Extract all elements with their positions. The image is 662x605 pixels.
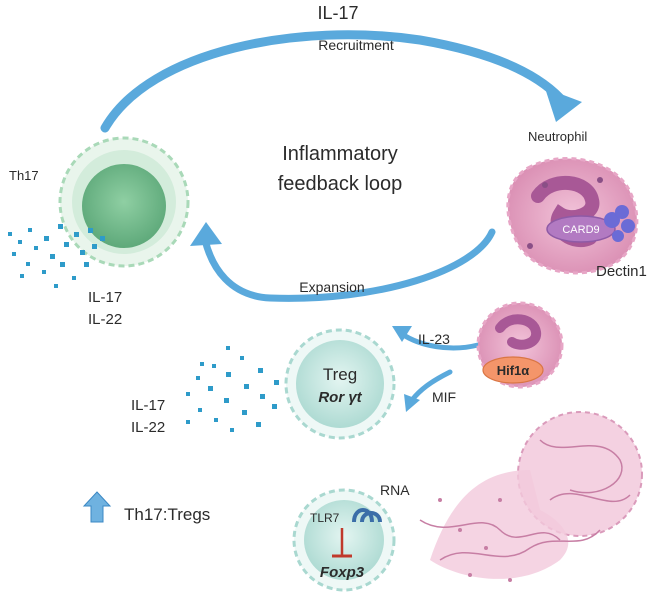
net-rna-structure	[419, 411, 643, 582]
hif1a-protein: Hif1α	[482, 356, 544, 384]
mif-label: MIF	[432, 389, 456, 405]
top-cytokine-label: IL-17	[317, 3, 358, 23]
th17-cell	[58, 136, 190, 268]
th17-cytokine-1: IL-17	[88, 289, 122, 306]
ratio-label: Th17:Tregs	[124, 505, 210, 524]
recruitment-arrow	[100, 30, 582, 133]
hif1a-label: Hif1α	[497, 363, 530, 378]
treg-cytokine-2: IL-22	[131, 419, 165, 436]
card9-protein: CARD9	[546, 215, 616, 243]
il23-label: IL-23	[418, 331, 450, 347]
foxp3-label: Foxp3	[320, 564, 365, 581]
il23-arrow	[392, 326, 481, 351]
dectin1-label: Dectin1	[596, 263, 647, 280]
card9-label: CARD9	[562, 224, 599, 236]
treg-cytokine-1: IL-17	[131, 397, 165, 414]
tlr7-label: TLR7	[310, 511, 340, 525]
inhibition-bar-icon	[332, 528, 352, 558]
dectin1-receptor	[604, 205, 635, 242]
treg-cytokine-dots	[186, 346, 279, 432]
recruitment-label: Recruitment	[318, 37, 394, 53]
up-arrow-icon	[82, 491, 112, 523]
expansion-label: Expansion	[299, 279, 364, 295]
treg-label: Treg	[323, 365, 357, 384]
rorgt-label: Ror γt	[318, 389, 362, 406]
expansion-arrow	[190, 222, 496, 302]
rna-label: RNA	[380, 482, 410, 498]
treg-cell	[284, 328, 396, 440]
tlr7-receptor-icon	[352, 508, 382, 523]
th17-cytokine-dots	[8, 224, 105, 288]
center-title-line2: feedback loop	[278, 173, 403, 195]
th17-label: Th17	[9, 168, 39, 183]
neutrophil-label: Neutrophil	[528, 129, 587, 144]
mif-arrow	[404, 369, 453, 412]
th17-cytokine-2: IL-22	[88, 311, 122, 328]
center-title-line1: Inflammatory	[282, 143, 398, 165]
